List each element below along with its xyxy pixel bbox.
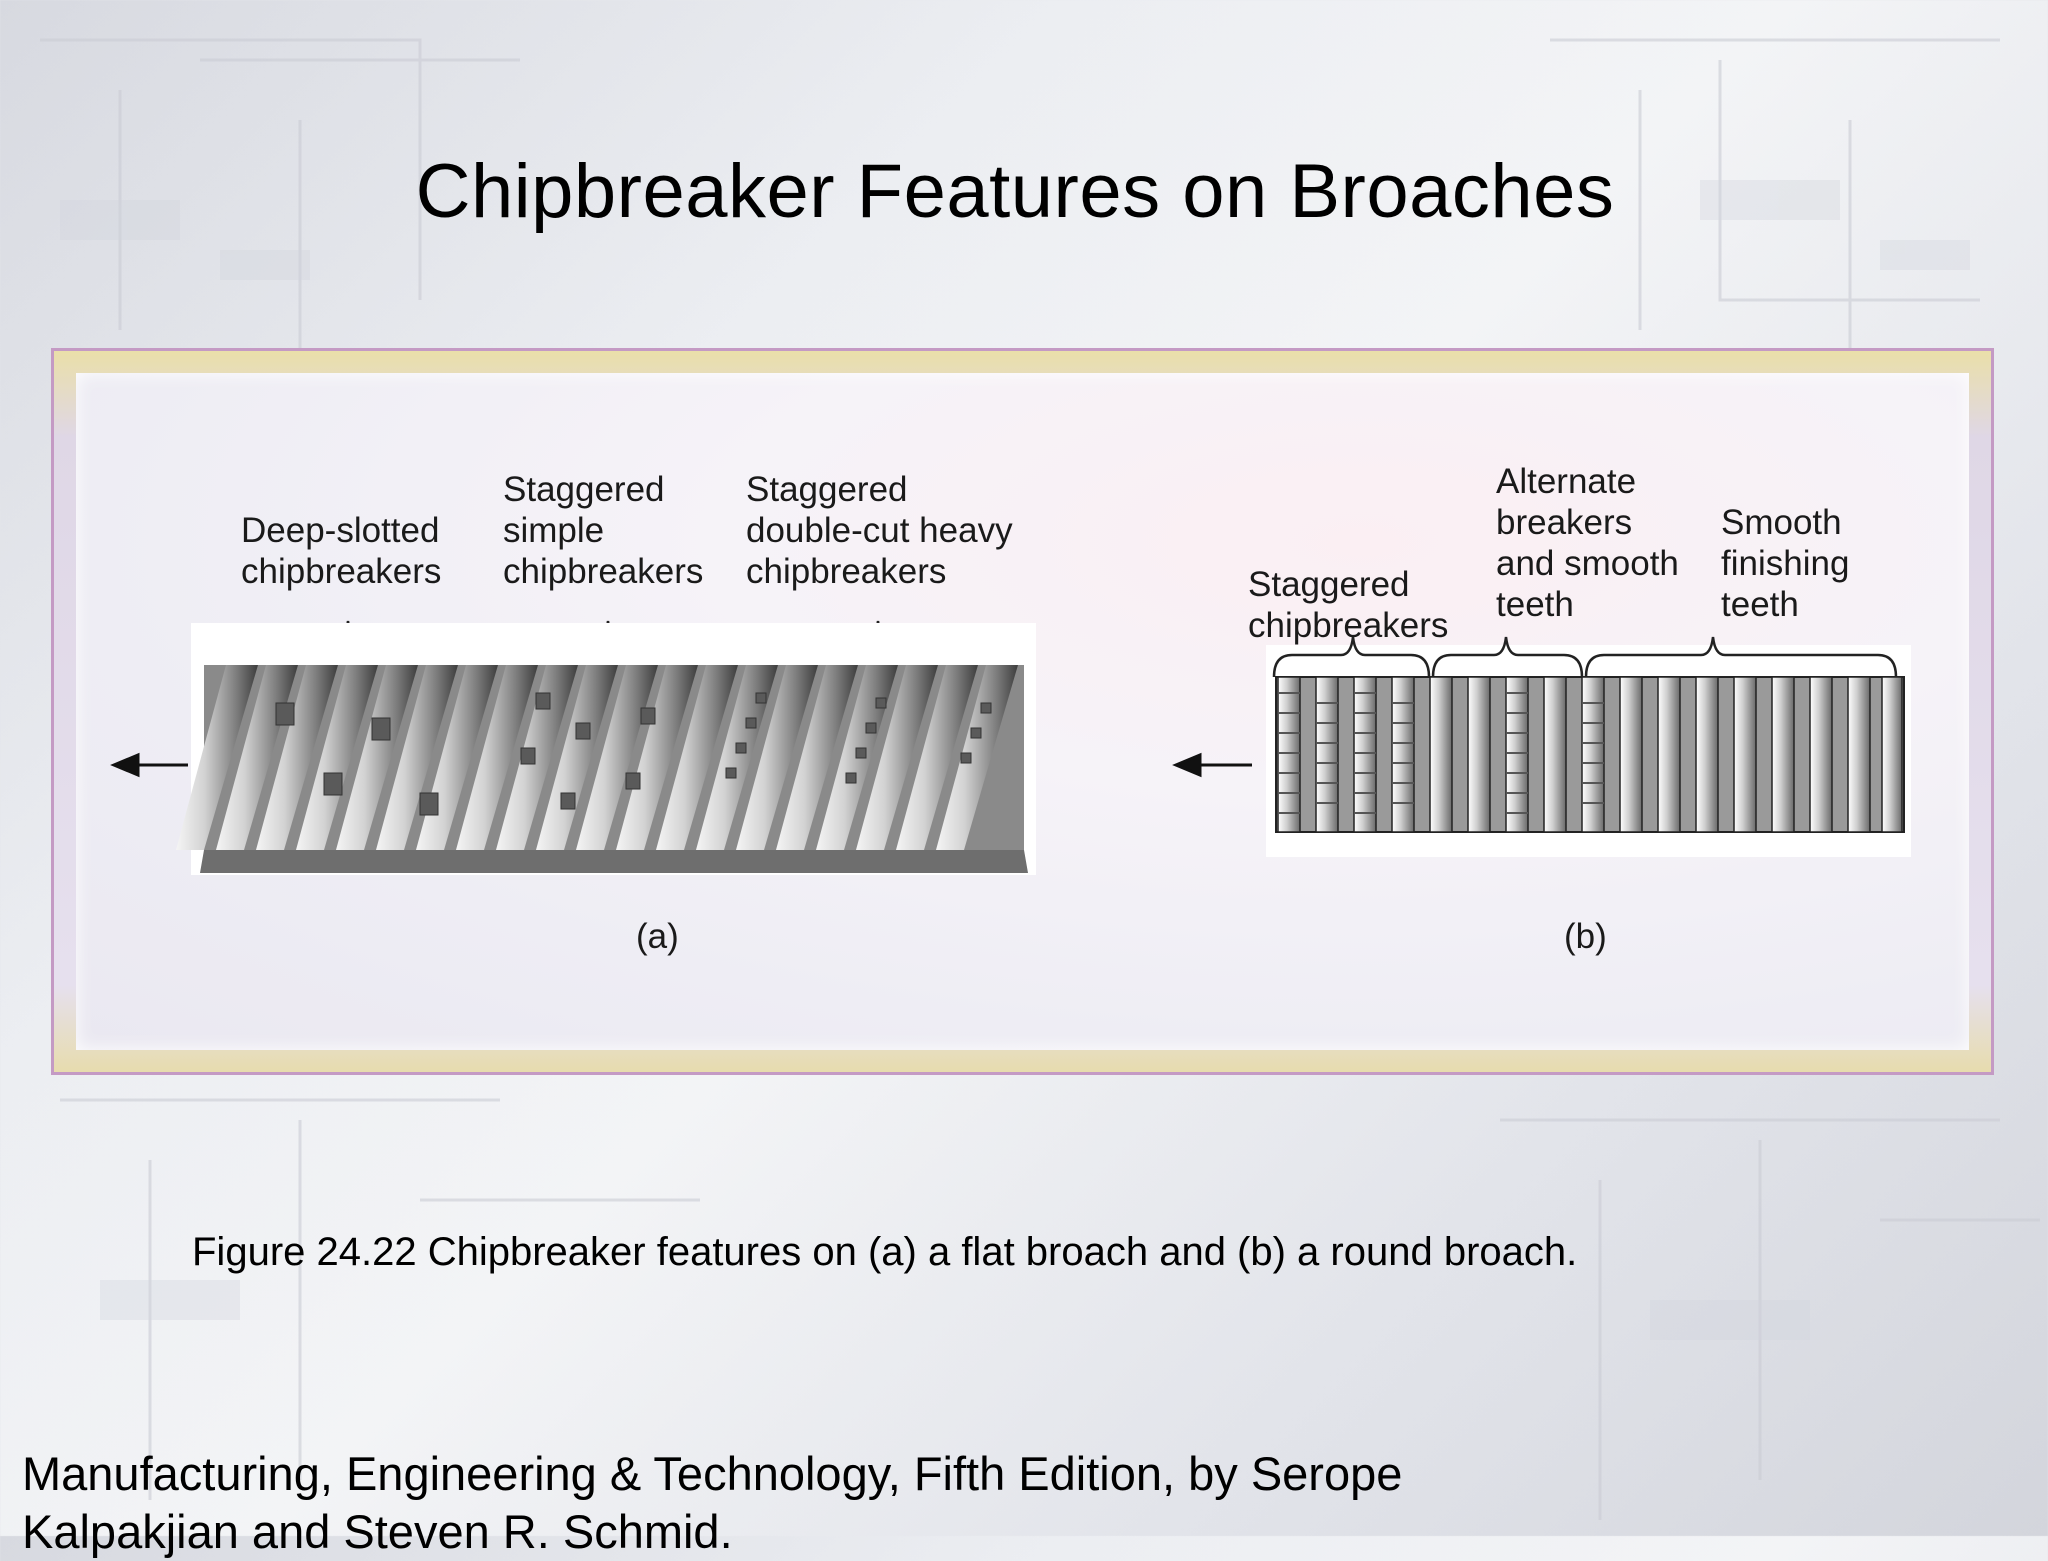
panel-a-group-3-label: Staggered double-cut heavy chipbreakers [746, 470, 1013, 591]
svg-text:Staggered: Staggered [746, 470, 908, 509]
svg-text:chipbreakers: chipbreakers [746, 552, 946, 591]
svg-text:Smooth: Smooth [1721, 503, 1842, 542]
panel-b-group-2-label: Alternate breakers and smooth teeth [1496, 462, 1679, 624]
svg-text:chipbreakers: chipbreakers [1248, 606, 1448, 645]
figure-content: Deep-slotted chipbreakers Staggered simp… [76, 373, 1969, 1050]
svg-text:Staggered: Staggered [503, 470, 665, 509]
svg-text:teeth: teeth [1721, 585, 1799, 624]
svg-text:chipbreakers: chipbreakers [241, 552, 441, 591]
figure-frame: Deep-slotted chipbreakers Staggered simp… [51, 348, 1994, 1075]
svg-text:teeth: teeth [1496, 585, 1574, 624]
panel-b-label: (b) [1564, 917, 1607, 956]
panel-b-direction-arrow [1172, 752, 1252, 778]
slide-footer: Manufacturing, Engineering & Technology,… [22, 1447, 1403, 1558]
flat-broach-body [176, 665, 1028, 873]
svg-text:Staggered: Staggered [1248, 565, 1410, 604]
svg-text:breakers: breakers [1496, 503, 1632, 542]
slide-title: Chipbreaker Features on Broaches [415, 149, 1615, 234]
panel-b-brackets [1272, 636, 1898, 678]
panel-a-direction-arrow [110, 752, 188, 778]
panel-a-group-1-label: Deep-slotted chipbreakers [241, 511, 441, 591]
round-broach-body [1275, 676, 1905, 833]
svg-text:chipbreakers: chipbreakers [503, 552, 703, 591]
panel-a-label: (a) [636, 917, 679, 956]
panel-a-group-2-label: Staggered simple chipbreakers [503, 470, 703, 591]
round-broach-panel: Staggered chipbreakers Alternate breaker… [1172, 462, 1911, 956]
svg-text:simple: simple [503, 511, 604, 550]
svg-text:finishing: finishing [1721, 544, 1849, 583]
svg-text:double-cut heavy: double-cut heavy [746, 511, 1013, 550]
figure-caption: Figure 24.22 Chipbreaker features on (a)… [192, 1230, 1578, 1274]
panel-b-group-3-label: Smooth finishing teeth [1721, 503, 1849, 624]
panel-b-group-1-label: Staggered chipbreakers [1248, 565, 1448, 645]
broach-diagram: Deep-slotted chipbreakers Staggered simp… [110, 462, 1911, 956]
svg-text:and smooth: and smooth [1496, 544, 1679, 583]
svg-text:Deep-slotted: Deep-slotted [241, 511, 439, 550]
flat-broach-panel: Deep-slotted chipbreakers Staggered simp… [110, 470, 1036, 956]
svg-text:Alternate: Alternate [1496, 462, 1636, 501]
